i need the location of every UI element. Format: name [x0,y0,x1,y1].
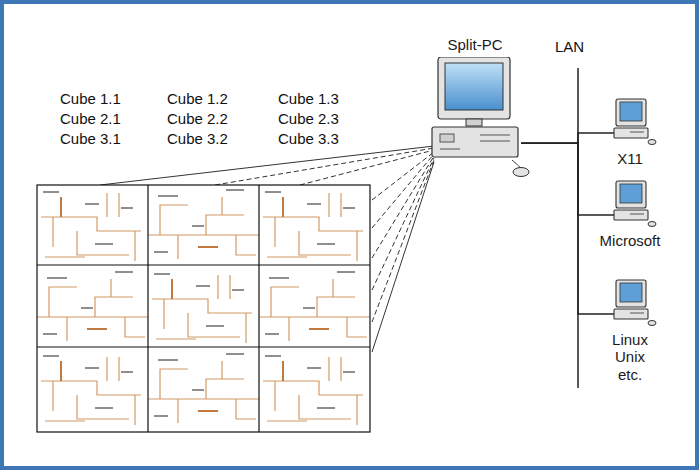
cube-label: Cube 2.3 [278,110,339,127]
computer-icon [590,279,670,327]
cube-label: Cube 2.2 [167,110,228,127]
computer-label: Linux Unix etc. [612,331,648,383]
cube-label: Cube 3.1 [60,130,121,147]
cube-label: Cube 2.1 [60,110,121,127]
computer-icon [590,98,670,146]
lan-connector [521,143,590,314]
cube-label: Cube 3.3 [278,130,339,147]
computer-label: Split-PC [447,36,502,53]
video-output-lines [100,146,434,352]
computer-icon [430,57,520,159]
computer-label: Microsoft [600,232,661,249]
lan-connector [521,133,590,143]
cube-label: Cube 1.2 [167,90,228,107]
lan-connector [521,143,590,215]
cube-label: Cube 3.2 [167,130,228,147]
cube-label: Cube 1.1 [60,90,121,107]
computer-icon [590,180,670,228]
computer-node: Linux Unix etc. [590,279,670,383]
video-wall [37,185,370,432]
cube-label: Cube 1.3 [278,90,339,107]
network-label: LAN [555,38,584,55]
computer-node: X11 [590,98,670,167]
mouse-icon [512,160,529,177]
computer-node: Split-PC [429,36,521,159]
computer-label: X11 [617,150,643,167]
computer-node: Microsoft [590,180,670,249]
